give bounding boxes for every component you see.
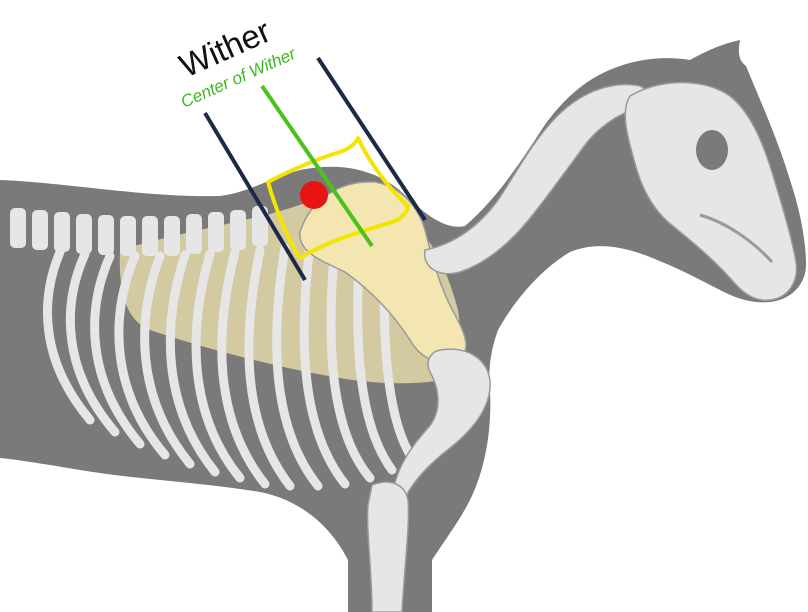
red-dot-marker (300, 181, 328, 209)
